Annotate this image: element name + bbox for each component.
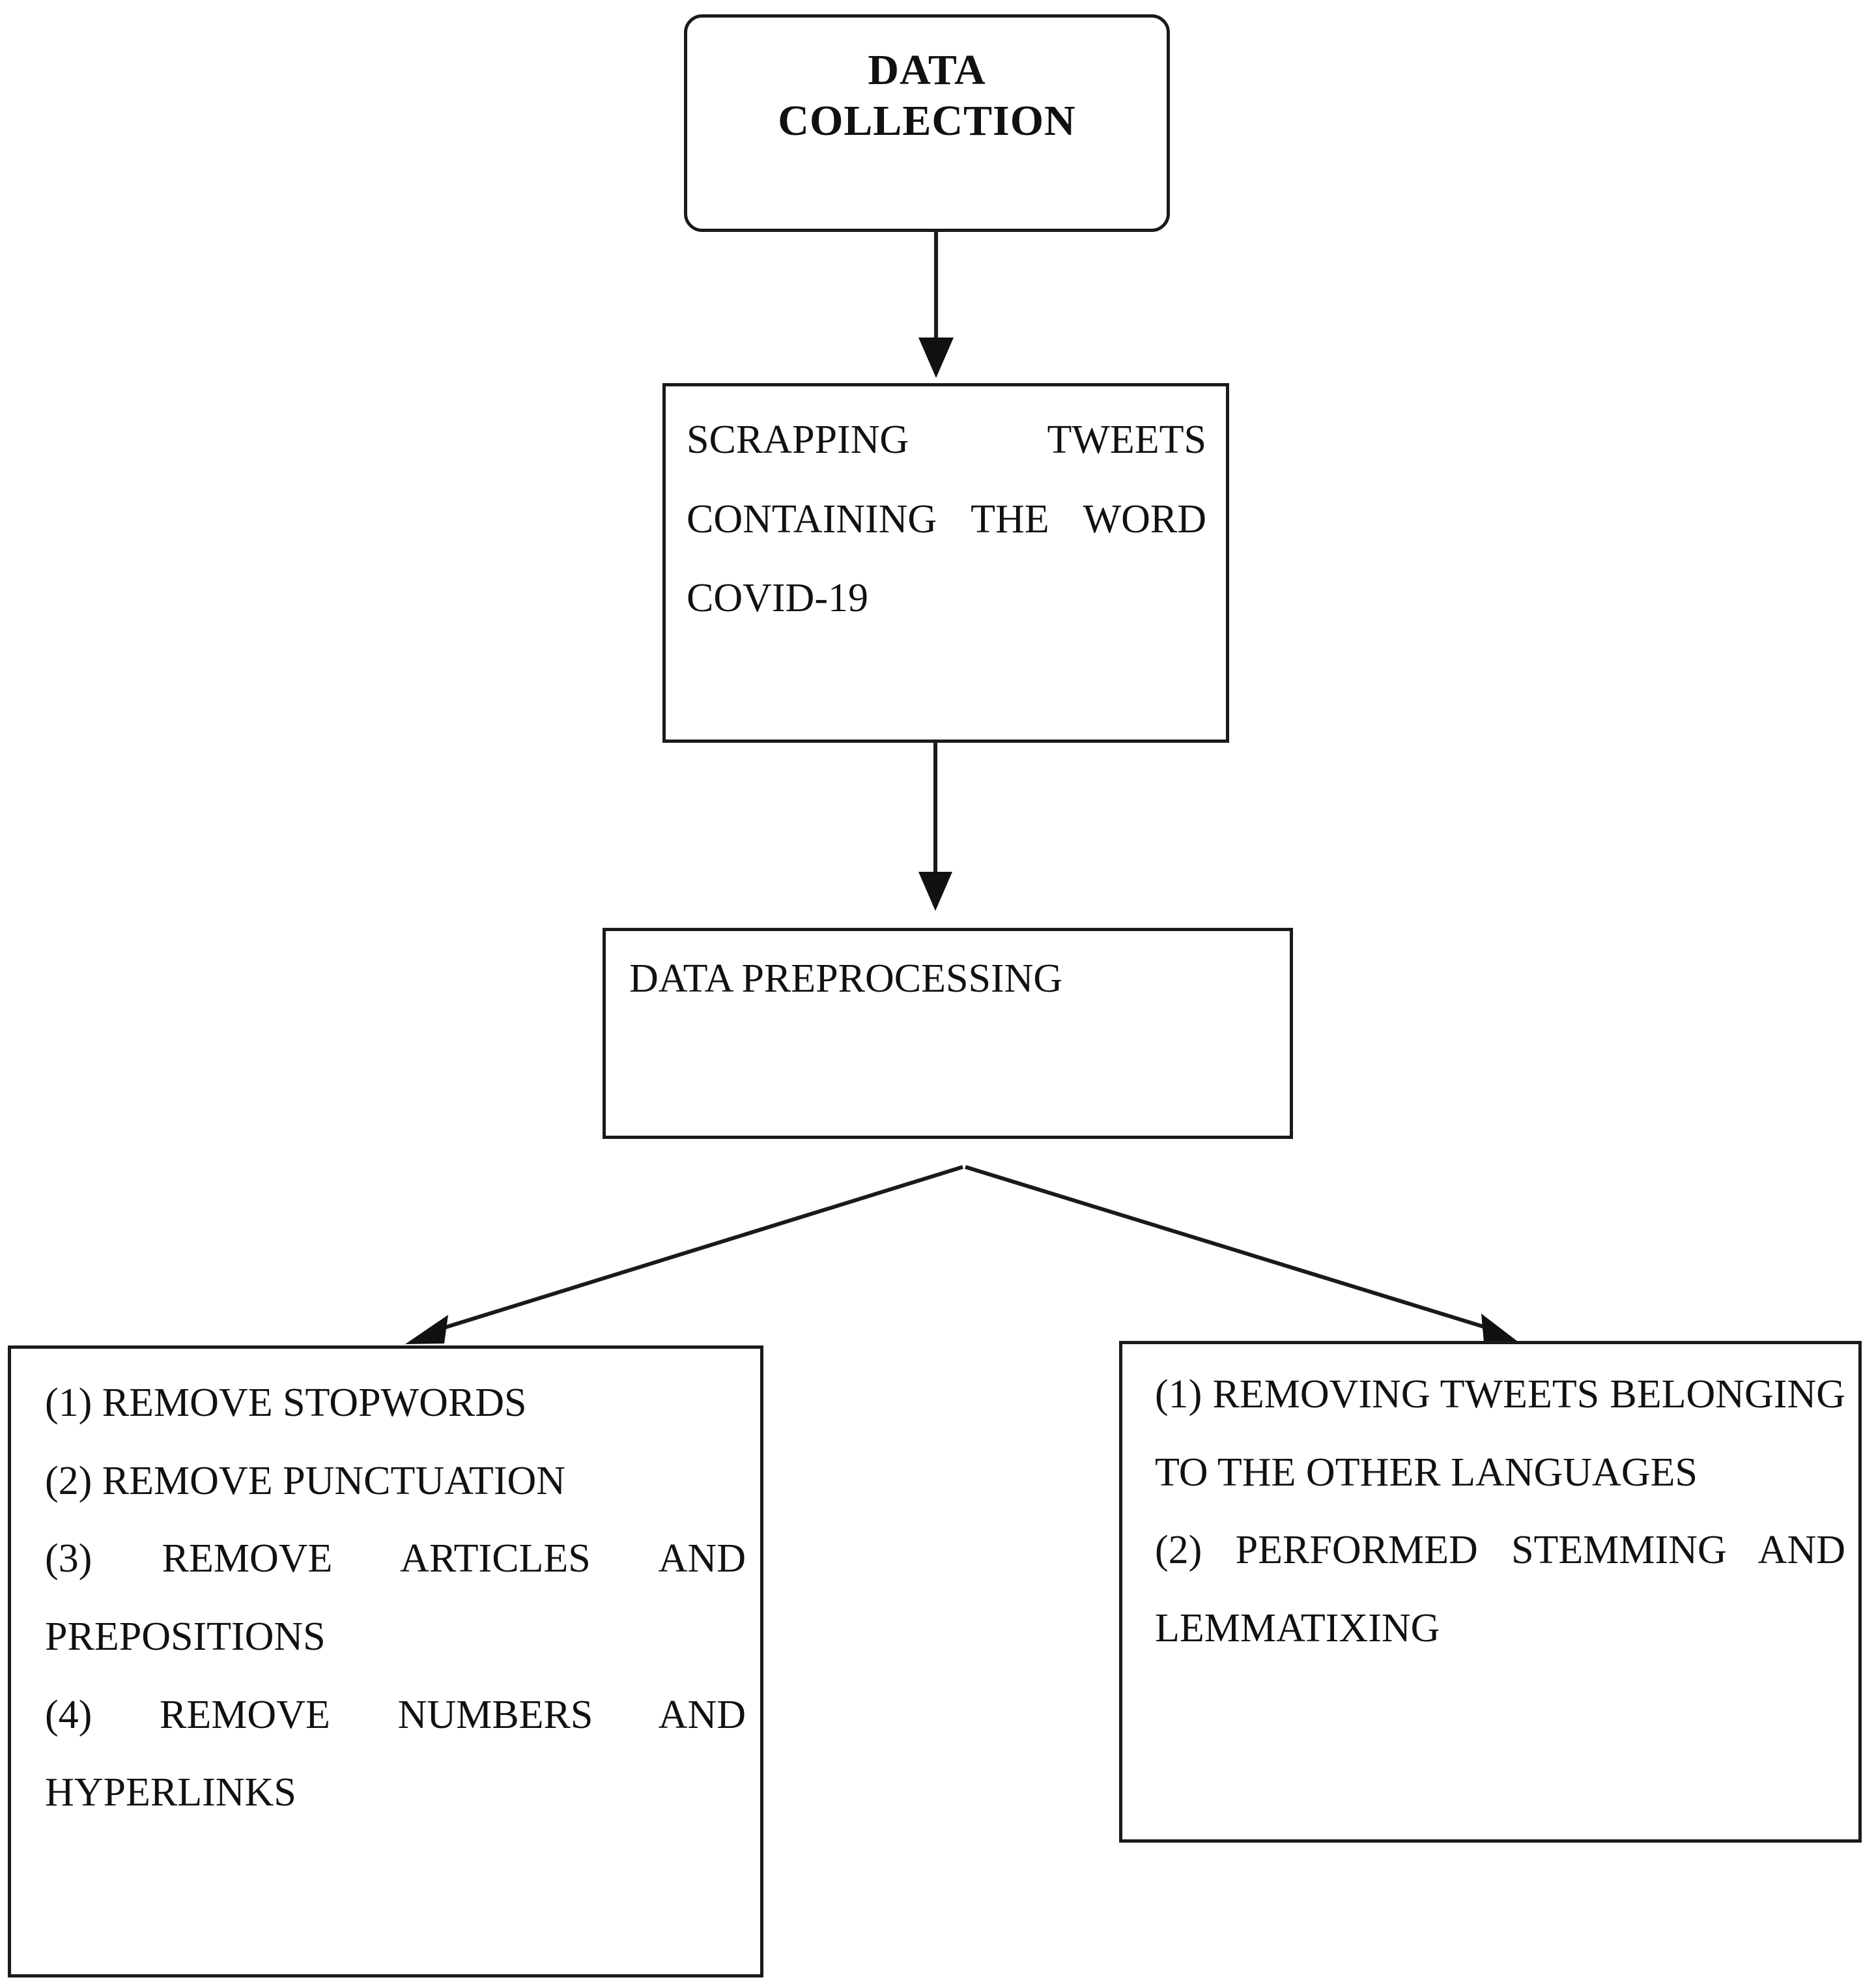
arrow-preprocessing-to-cleaning-steps (405, 1165, 963, 1344)
node-data-collection[interactable]: DATA COLLECTION (684, 14, 1170, 232)
node-scrapping-tweets[interactable]: SCRAPPING TWEETS CONTAINING THE WORD COV… (662, 383, 1229, 743)
node-cleaning-steps[interactable]: (1) REMOVE STOPWORDS (2) REMOVE PUNCTUAT… (8, 1345, 763, 1977)
node-scrapping-tweets-label: SCRAPPING TWEETS CONTAINING THE WORD COV… (687, 418, 1206, 621)
arrow-collection-to-scrapping (918, 232, 954, 378)
node-data-collection-label: DATA COLLECTION (778, 46, 1076, 145)
node-data-preprocessing[interactable]: DATA PREPROCESSING (603, 928, 1293, 1139)
arrow-preprocessing-to-language-steps (965, 1165, 1520, 1344)
node-language-steps[interactable]: (1) REMOVING TWEETS BELONGING TO THE OTH… (1119, 1341, 1862, 1843)
node-data-preprocessing-label: DATA PREPROCESSING (629, 956, 1063, 1001)
arrow-scrapping-to-preprocessing (918, 722, 952, 911)
node-language-steps-label: (1) REMOVING TWEETS BELONGING TO THE OTH… (1155, 1372, 1845, 1650)
node-cleaning-steps-label: (1) REMOVE STOPWORDS (2) REMOVE PUNCTUAT… (45, 1381, 746, 1815)
